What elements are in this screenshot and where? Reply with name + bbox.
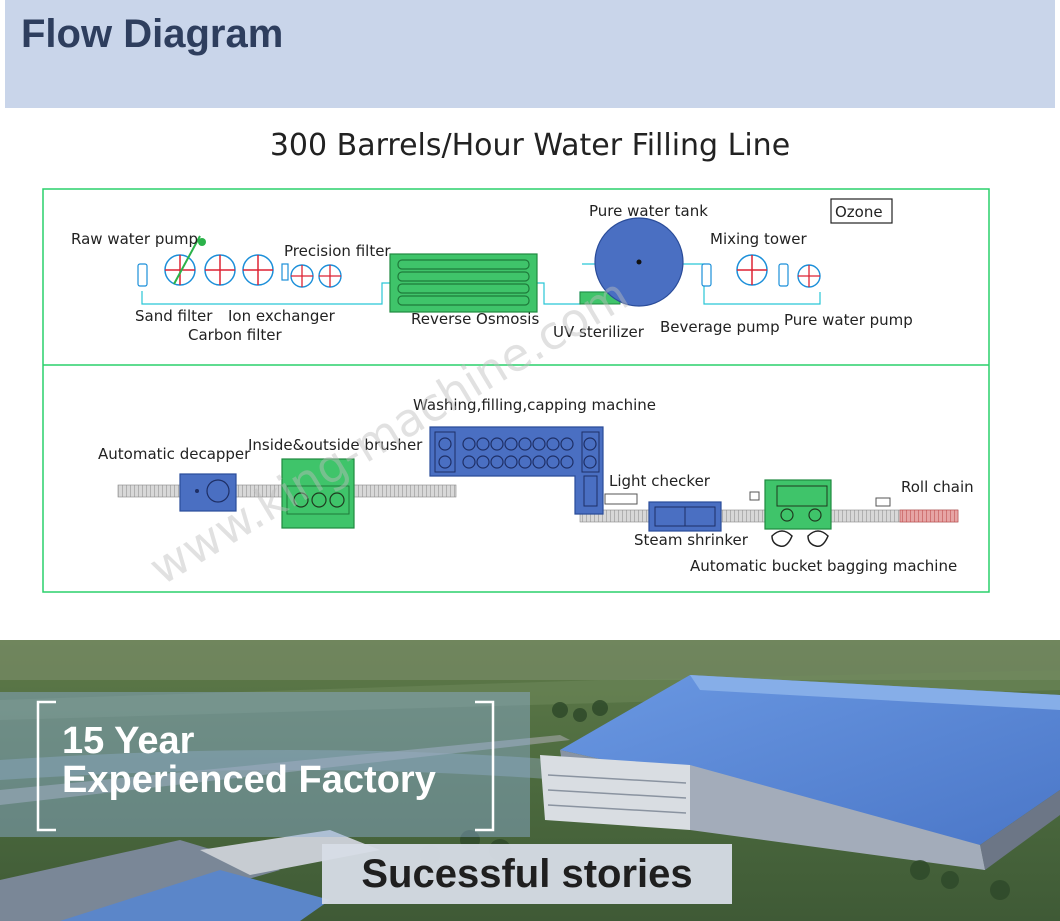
reverse-osmosis-unit	[389, 253, 538, 313]
flow-diagram: Ozone Raw water pump Sand filter Carbon …	[42, 188, 990, 593]
label-bucket-bagging: Automatic bucket bagging machine	[690, 557, 957, 575]
ion-exchanger-icon	[242, 254, 274, 286]
label-roll-chain: Roll chain	[901, 478, 974, 496]
stories-label-box	[322, 844, 732, 904]
ozone-icon	[778, 263, 789, 287]
label-raw-water-pump: Raw water pump	[71, 230, 198, 248]
label-sand-filter: Sand filter	[135, 307, 213, 325]
pure-water-tank	[594, 217, 684, 307]
factory-banner: 15 Year Experienced Factory Sucessful st…	[0, 640, 1060, 921]
label-precision-filter: Precision filter	[284, 242, 391, 260]
sand-filter-icon	[137, 263, 148, 287]
label-washing-filling-capping: Washing,filling,capping machine	[413, 396, 656, 414]
experience-line-1: 15 Year	[62, 720, 195, 762]
automatic-decapper-unit	[179, 473, 237, 512]
ozone-box	[830, 198, 893, 224]
brusher-unit	[281, 458, 355, 529]
left-warehouses	[0, 830, 380, 921]
diagram-border	[42, 188, 990, 593]
label-carbon-filter: Carbon filter	[188, 326, 283, 344]
label-light-checker: Light checker	[609, 472, 711, 490]
label-pure-water-pump: Pure water pump	[784, 311, 913, 329]
experience-line-2: Experienced Factory	[62, 759, 436, 801]
label-uv-sterilizer: UV sterilizer	[553, 323, 645, 341]
bracket-left	[36, 700, 56, 832]
experience-box	[0, 692, 530, 837]
carbon-filter-icon	[204, 254, 236, 286]
label-reverse-osmosis: Reverse Osmosis	[411, 310, 539, 328]
light-checker-unit	[604, 493, 638, 505]
header-band: Flow Diagram	[5, 0, 1055, 108]
pure-water-pump-icon	[797, 264, 821, 288]
label-beverage-pump: Beverage pump	[660, 318, 780, 336]
beverage-pump-icon	[701, 263, 712, 287]
roll-chain	[899, 509, 959, 523]
diagram-title: 300 Barrels/Hour Water Filling Line	[269, 128, 791, 163]
raw-water-pump-icon	[164, 235, 206, 286]
label-steam-shrinker: Steam shrinker	[634, 531, 749, 549]
label-pure-water-tank: Pure water tank	[589, 202, 708, 220]
label-brusher: Inside&outside brusher	[248, 436, 423, 454]
label-mixing-tower: Mixing tower	[710, 230, 808, 248]
label-automatic-decapper: Automatic decapper	[98, 445, 251, 463]
steam-shrinker-unit	[648, 501, 722, 532]
mixing-tower-icon	[736, 254, 768, 286]
label-ion-exchanger: Ion exchanger	[228, 307, 336, 325]
roll-chain-sensor	[875, 497, 891, 507]
page-title: Flow Diagram	[21, 12, 284, 56]
stories-label: Sucessful stories	[361, 852, 692, 896]
main-factory	[540, 675, 1060, 870]
precision-pump-icon	[290, 264, 342, 288]
precision-filter-icon	[281, 263, 289, 281]
washing-filling-capping-unit	[429, 426, 604, 515]
bucket-bagging-unit	[749, 479, 832, 548]
ozone-label: Ozone	[835, 203, 883, 221]
bracket-right	[475, 700, 495, 832]
water-pipe	[141, 282, 390, 305]
